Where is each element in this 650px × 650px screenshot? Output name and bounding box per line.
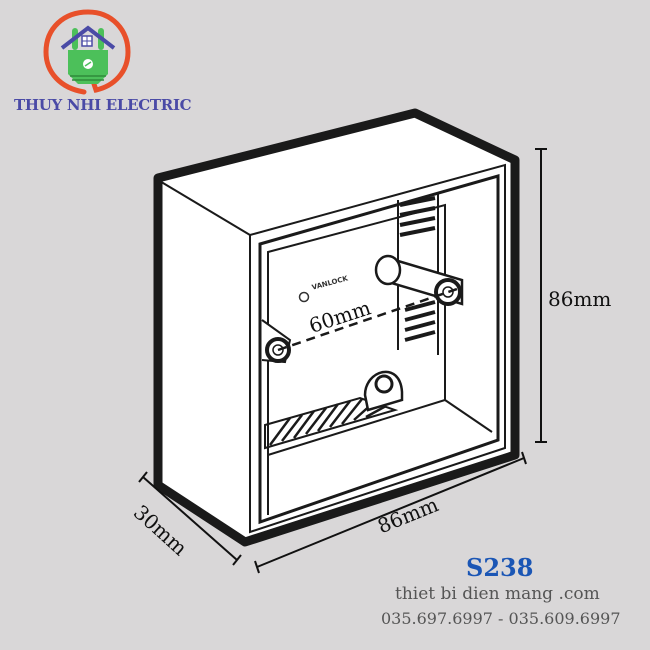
website-text: thiet bi dien mang .com [395,584,600,604]
house-plug-icon [43,9,131,95]
phone-numbers: 035.697.6997 - 035.609.6997 [381,609,621,628]
model-number: S238 [466,553,534,582]
height-dimension-label: 86mm [548,287,612,311]
brand-name: THUY NHI ELECTRIC [14,96,192,114]
